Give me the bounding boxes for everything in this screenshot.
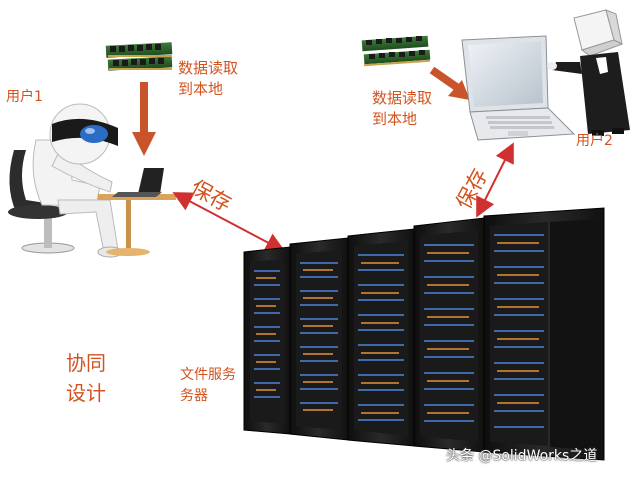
ram-stick-icon: [361, 35, 431, 67]
server-rack-icon: [289, 237, 349, 441]
read-to-local-label-left: 数据读取 到本地: [178, 59, 239, 98]
server-rack-icon: [243, 246, 291, 435]
watermark: 头条 @SolidWorks之道: [446, 448, 598, 464]
double-arrow-icon: [476, 142, 514, 218]
collaborative-design-label: 协同 设计: [66, 351, 106, 405]
ram-stick-icon: [105, 42, 173, 71]
laptop-icon: [461, 35, 576, 141]
server-rack-icon: [483, 207, 605, 461]
down-arrow-icon: [132, 82, 156, 156]
server-rack-icon: [347, 228, 415, 447]
user2-label: 用户2: [576, 133, 613, 149]
user1-label: 用户1: [6, 89, 43, 105]
person-at-laptop-icon: [8, 103, 176, 258]
double-arrow-icon: [172, 192, 286, 252]
file-server-label: 文件服务 务器: [180, 367, 236, 404]
person-at-laptop-icon: [547, 9, 630, 136]
server-rack-icon: [413, 217, 485, 453]
read-to-local-label-right: 数据读取 到本地: [372, 89, 433, 128]
down-arrow-icon: [429, 66, 470, 100]
